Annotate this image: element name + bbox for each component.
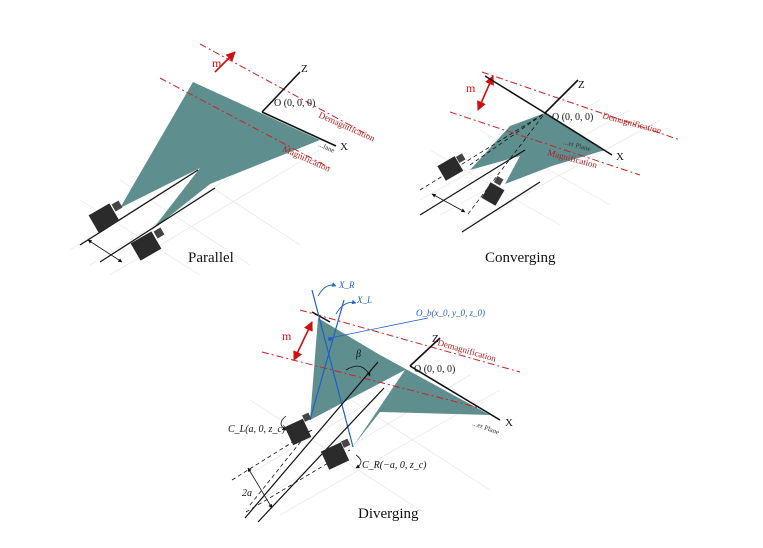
z-label: Z [578,79,585,91]
demag-label: Demagnification [436,337,497,363]
camera-rail-left [419,149,526,216]
m-arrow [293,321,313,361]
mag-line [449,111,641,176]
ob-label: O_b(x_0, y_0, z_0) [416,308,485,318]
optical-axis-left [244,361,379,519]
xr-rotation-arrow [317,282,337,297]
demag-line [299,309,521,373]
panel-title: Diverging [358,506,419,522]
panel-diverging: m Z X O (0, 0, 0) Demagnification ...er … [228,280,521,523]
ob-leader [329,317,429,339]
camera-right [130,227,165,261]
m-arrow [214,51,236,73]
baseline-arrow [247,467,273,509]
z-axis [544,79,579,114]
xr-label: X_R [338,280,355,290]
z-label: Z [432,333,439,345]
origin-label: O (0, 0, 0) [274,98,315,109]
panel-converging: m Z X O (0, 0, 0) Demagnification Magnif… [419,71,681,266]
panel-parallel: m Z X O (0, 0, 0) Demagnification Magnif… [69,43,377,276]
origin-label: O (0, 0, 0) [414,364,455,375]
baseline-label: 2a [242,488,252,499]
origin-label: O (0, 0, 0) [552,112,593,123]
z-axis [261,71,301,113]
m-label: m [466,81,476,95]
x-axis [261,111,337,147]
camera-left [437,153,466,181]
x-axis [409,365,501,421]
m-arrow [477,75,494,111]
mag-line [159,77,331,169]
fov-region [120,82,320,230]
camera-left [88,200,123,233]
camera-right [320,438,351,470]
top-frame-line [484,75,546,114]
z-label: Z [301,63,308,75]
demag-label: Demagnification [601,110,662,135]
x-label: X [616,151,624,163]
cr-rotation-arrow [355,454,362,469]
optical-axis-right [257,387,385,523]
cr-label: C_R(−a, 0, z_c) [362,460,427,471]
x-label: X [505,417,513,429]
baseline-arrow [431,193,466,213]
ob-point [328,337,332,341]
cl-rotation-arrow [280,415,287,431]
panel-title: Parallel [188,250,234,266]
xl-rotation-arrow [335,299,357,315]
z-axis [409,337,441,367]
view-lines [419,112,546,215]
plane-label: ...er Plane [471,419,500,436]
camera-rail-right [461,181,541,233]
x-label: X [340,141,348,153]
panel-title: Converging [485,250,556,266]
xr-axis [311,289,354,448]
xl-axis [309,299,345,421]
x-axis [544,112,613,156]
cl-label: C_L(a, 0, z_c) [228,424,286,435]
fov-region [470,113,605,184]
top-frame-line [311,311,331,323]
m-label: m [212,56,222,70]
beta-label: β [355,349,361,360]
demag-line [481,71,681,141]
camera-right [481,176,505,206]
demag-label: Demagnification [317,110,377,144]
fov-region [310,318,490,445]
plane-label: ...lane [317,141,336,155]
xl-label: X_L [356,295,372,305]
camera-left [284,412,312,446]
camera-rail-left [79,169,199,246]
baseline-arrow [87,239,123,263]
m-label: m [282,329,292,343]
